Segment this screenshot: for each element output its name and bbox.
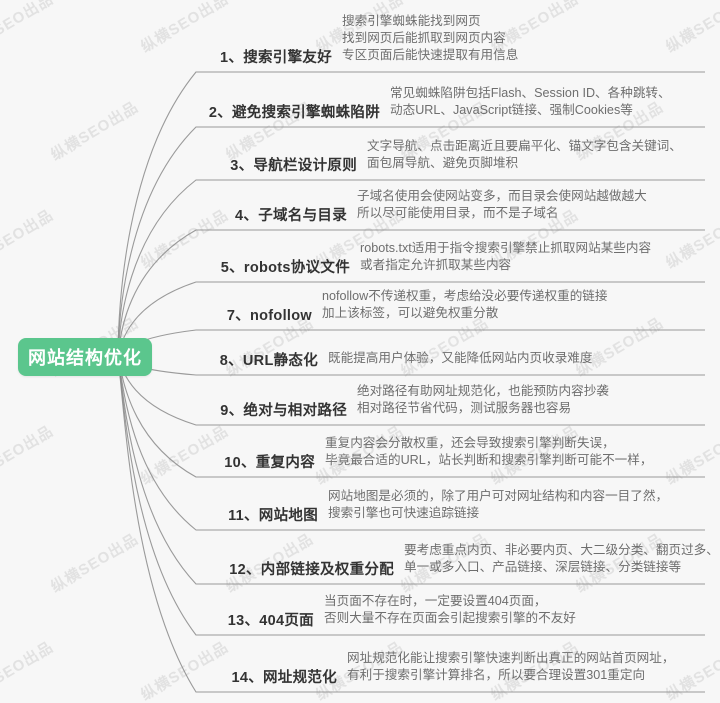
description-line: 动态URL、JavaScript链接、强制Cookies等	[390, 103, 633, 117]
description-line: 毕竟最合适的URL，站长判断和搜索引擎判断可能不一样，	[325, 453, 653, 467]
description-line: 找到网页后能抓取到网页内容	[342, 31, 506, 45]
branch-node-title: 9、绝对与相对路径	[220, 402, 347, 419]
watermark-text: 纵横SEO出品	[48, 98, 142, 165]
branch-node-title: 8、URL静态化	[219, 352, 318, 369]
watermark-text: 纵横SEO出品	[48, 530, 142, 597]
branch-node-12[interactable]: 12、内部链接及权重分配	[150, 558, 394, 578]
watermark-text: 纵横SEO出品	[573, 314, 667, 381]
description-line: 网站地图是必须的，除了用户可对网址结构和内容一目了然，	[328, 489, 669, 503]
description-line: 当页面不存在时，一定要设置404页面，	[324, 594, 547, 608]
description-line: 面包屑导航、避免页脚堆积	[367, 156, 519, 170]
branch-node-description: 子域名使用会使网站变多，而目录会使网站越做越大所以尽可能使用目录，而不是子域名	[357, 188, 647, 222]
description-line: 文字导航、点击距离近且要扁平化、锚文字包含关键词、	[367, 139, 682, 153]
watermark-text: 纵横SEO出品	[663, 422, 720, 489]
description-line: 常见蜘蛛陷阱包括Flash、Session ID、各种跳转、	[390, 86, 671, 100]
description-line: 绝对路径有助网址规范化，也能预防内容抄袭	[357, 384, 609, 398]
branch-node-title: 13、404页面	[227, 612, 314, 629]
branch-node-7[interactable]: 7、nofollow	[150, 304, 312, 324]
branch-node-5[interactable]: 5、robots协议文件	[150, 256, 350, 276]
watermark-text: 纵横SEO出品	[0, 422, 57, 489]
branch-node-description: 绝对路径有助网址规范化，也能预防内容抄袭相对路径节省代码，测试服务器也容易	[357, 383, 609, 417]
description-line: 要考虑重点内页、非必要内页、大二级分类、翻页过多、	[404, 543, 719, 557]
branch-node-8[interactable]: 8、URL静态化	[150, 349, 318, 369]
branch-node-description: robots.txt适用于指令搜索引擎禁止抓取网站某些内容或者指定允许抓取某些内…	[360, 240, 651, 274]
description-line: 相对路径节省代码，测试服务器也容易	[357, 401, 572, 415]
branch-node-title: 12、内部链接及权重分配	[229, 561, 394, 578]
branch-node-13[interactable]: 13、404页面	[150, 609, 314, 629]
description-line: robots.txt适用于指令搜索引擎禁止抓取网站某些内容	[360, 241, 652, 255]
description-line: 重复内容会分散权重，还会导致搜索引擎判断失误，	[325, 436, 615, 450]
watermark-text: 纵横SEO出品	[663, 206, 720, 273]
description-line: 有利于搜索引擎计算排名，所以要合理设置301重定向	[347, 668, 646, 682]
branch-node-description: 文字导航、点击距离近且要扁平化、锚文字包含关键词、面包屑导航、避免页脚堆积	[367, 138, 682, 172]
root-node-label: 网站结构优化	[28, 348, 142, 368]
branch-node-description: 网址规范化能让搜索引擎快速判断出真正的网站首页网址， 有利于搜索引擎计算排名，所以…	[347, 650, 674, 684]
branch-node-description: 常见蜘蛛陷阱包括Flash、Session ID、各种跳转、动态URL、Java…	[390, 85, 671, 119]
branch-node-title: 4、子域名与目录	[235, 207, 347, 224]
description-line: 加上该标签，可以避免权重分散	[322, 306, 499, 320]
root-node[interactable]: 网站结构优化	[18, 338, 152, 376]
branch-node-4[interactable]: 4、子域名与目录	[150, 204, 347, 224]
description-line: 网址规范化能让搜索引擎快速判断出真正的网站首页网址，	[347, 651, 675, 665]
description-line: 搜索引擎蜘蛛能找到网页	[342, 14, 481, 28]
branch-node-10[interactable]: 10、重复内容	[150, 451, 315, 471]
branch-node-description: nofollow不传递权重，考虑给没必要传递权重的链接加上该标签，可以避免权重分…	[322, 288, 608, 322]
branch-node-title: 3、导航栏设计原则	[230, 157, 357, 174]
branch-node-14[interactable]: 14、网址规范化	[150, 666, 337, 686]
description-line: 或者指定允许抓取某些内容	[360, 258, 512, 272]
watermark-text: 纵横SEO出品	[0, 0, 57, 57]
branch-node-9[interactable]: 9、绝对与相对路径	[150, 399, 347, 419]
branch-node-2[interactable]: 2、避免搜索引擎蜘蛛陷阱	[150, 101, 380, 121]
branch-node-description: 要考虑重点内页、非必要内页、大二级分类、翻页过多、单一或多入口、产品链接、深层链…	[404, 542, 719, 576]
watermark-text: 纵横SEO出品	[0, 638, 57, 703]
description-line: 搜索引擎也可快速追踪链接	[328, 506, 480, 520]
description-line: 所以尽可能使用目录，而不是子域名	[357, 206, 559, 220]
branch-node-3[interactable]: 3、导航栏设计原则	[150, 154, 357, 174]
branch-node-11[interactable]: 11、网站地图	[150, 504, 318, 524]
watermark-text: 纵横SEO出品	[398, 314, 492, 381]
branch-node-title: 1、搜索引擎友好	[220, 49, 332, 66]
watermark-text: 纵横SEO出品	[0, 206, 57, 273]
description-line: nofollow不传递权重，考虑给没必要传递权重的链接	[322, 289, 608, 303]
branch-node-description: 网站地图是必须的，除了用户可对网址结构和内容一目了然， 搜索引擎也可快速追踪链接	[328, 488, 668, 522]
description-line: 专区页面后能快速提取有用信息	[342, 48, 519, 62]
branch-node-title: 11、网站地图	[228, 507, 318, 524]
branch-node-description: 既能提高用户体验，又能降低网站内页收录难度	[328, 350, 592, 367]
branch-node-description: 重复内容会分散权重，还会导致搜索引擎判断失误， 毕竟最合适的URL，站长判断和搜索…	[325, 435, 652, 469]
branch-node-description: 搜索引擎蜘蛛能找到网页找到网页后能抓取到网页内容专区页面后能快速提取有用信息	[342, 13, 518, 64]
branch-node-title: 14、网址规范化	[231, 669, 337, 686]
branch-node-title: 10、重复内容	[224, 454, 315, 471]
description-line: 子域名使用会使网站变多，而目录会使网站越做越大	[357, 189, 647, 203]
branch-node-description: 当页面不存在时，一定要设置404页面， 否则大量不存在页面会引起搜索引擎的不友好	[324, 593, 576, 627]
watermark-text: 纵横SEO出品	[663, 0, 720, 57]
description-line: 否则大量不存在页面会引起搜索引擎的不友好	[324, 611, 576, 625]
branch-node-title: 2、避免搜索引擎蜘蛛陷阱	[208, 104, 380, 121]
branch-node-1[interactable]: 1、搜索引擎友好	[150, 46, 332, 66]
branch-node-title: 5、robots协议文件	[220, 259, 350, 276]
branch-node-title: 7、nofollow	[226, 307, 312, 324]
description-line: 既能提高用户体验，又能降低网站内页收录难度	[328, 351, 593, 365]
description-line: 单一或多入口、产品链接、深层链接、分类链接等	[404, 560, 682, 574]
